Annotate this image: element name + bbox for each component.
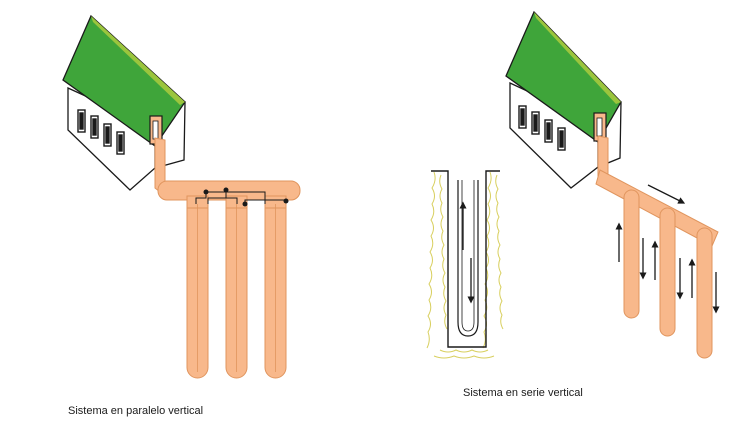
junction-dots <box>203 187 289 207</box>
caption-parallel: Sistema en paralelo vertical <box>68 405 204 417</box>
series-pipe-network <box>595 135 719 359</box>
loop-inner-lines <box>197 204 276 372</box>
series-system <box>505 10 720 359</box>
u-tube <box>457 180 479 337</box>
series-loop-2 <box>659 207 676 337</box>
house-roof-edge <box>534 12 621 104</box>
flow-arrow-icon-top <box>647 184 686 204</box>
house-roof-edge <box>91 16 185 105</box>
series-loop-3 <box>696 227 713 359</box>
house-icon-left <box>62 14 186 191</box>
series-flow-arrows <box>615 184 720 314</box>
parallel-system <box>62 14 301 379</box>
house-icon-right <box>505 10 622 189</box>
borehole-section <box>426 170 504 359</box>
parallel-pipe-network <box>154 137 301 379</box>
house-windows <box>77 109 125 155</box>
caption-series: Sistema en serie vertical <box>463 387 583 399</box>
soil-texture <box>426 171 504 359</box>
house-windows <box>518 105 566 151</box>
borehole-outline <box>431 170 500 348</box>
series-loop-1 <box>623 189 640 319</box>
